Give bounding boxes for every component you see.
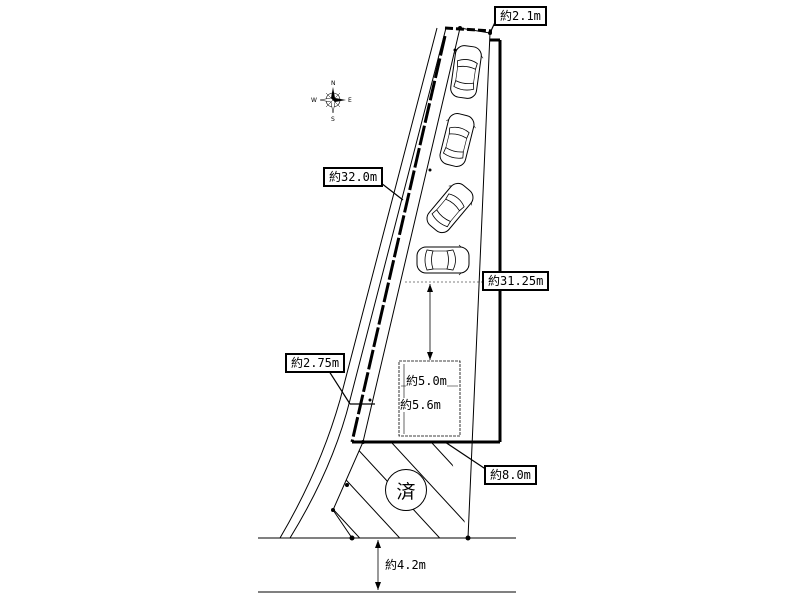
compass-e: E bbox=[348, 97, 352, 104]
left-length-dimension bbox=[350, 35, 447, 443]
road-edge-inner bbox=[289, 27, 447, 539]
compass-n: N bbox=[331, 80, 336, 87]
left-length-label: 約32.0m bbox=[323, 167, 384, 187]
car-1 bbox=[447, 43, 485, 101]
area-depth-label: 約5.6m bbox=[400, 398, 441, 412]
road-width-label: 約4.2m bbox=[385, 558, 426, 572]
completed-stamp: 済 bbox=[385, 469, 427, 511]
road-edge-outer bbox=[279, 27, 438, 539]
lot-outline bbox=[332, 27, 491, 539]
front-width-label: 約2.1m bbox=[494, 6, 547, 26]
car-3 bbox=[421, 177, 479, 239]
area-width-label: 約5.0m bbox=[406, 374, 447, 388]
compass-w: W bbox=[311, 97, 317, 104]
building-area bbox=[398, 360, 461, 437]
car-2 bbox=[435, 110, 479, 170]
front-width-dimension bbox=[444, 26, 493, 33]
compass-icon: N S E W bbox=[311, 80, 352, 123]
right-length-label: 約31.25m bbox=[482, 271, 550, 291]
compass-s: S bbox=[331, 116, 335, 123]
lot-vertex-markers bbox=[331, 26, 492, 541]
access-width-label: 約2.75m bbox=[285, 353, 346, 373]
bottom-width-label: 約8.0m bbox=[484, 465, 537, 485]
car-4 bbox=[416, 244, 470, 276]
